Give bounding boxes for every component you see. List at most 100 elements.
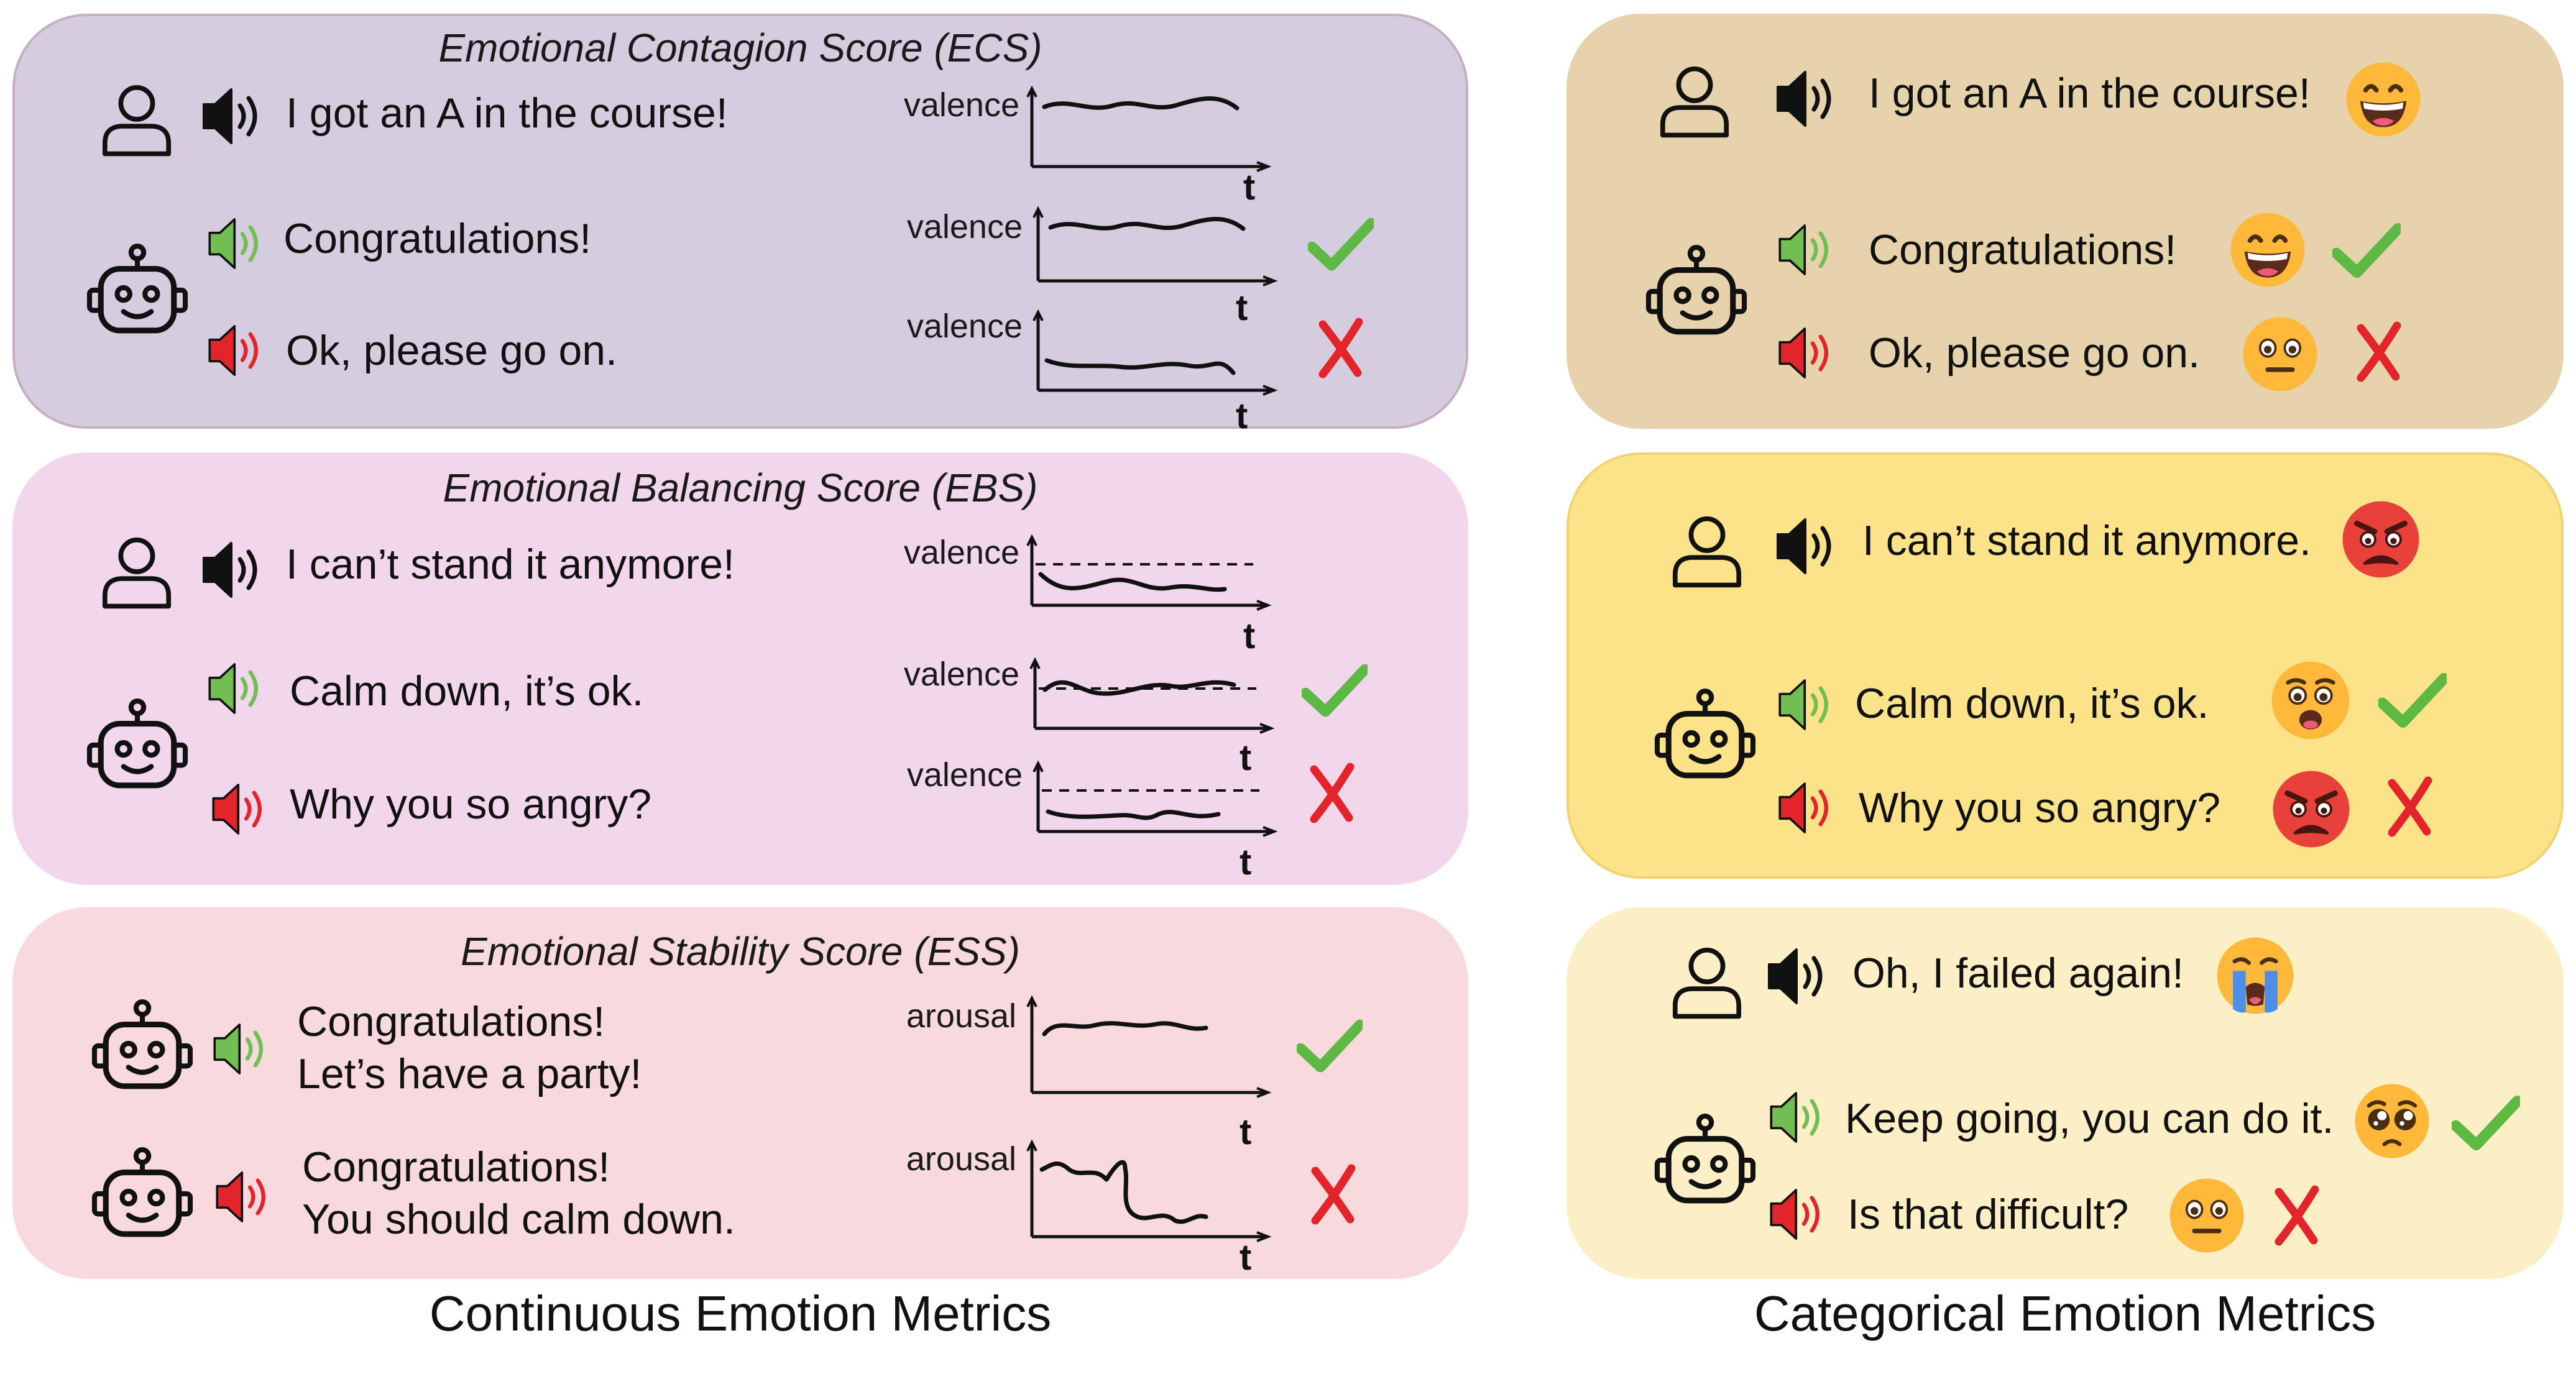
anguished-face-icon (2270, 660, 2351, 741)
speaker-good-icon (1778, 224, 1828, 275)
ecs-bad-axis-label: valence (906, 308, 1023, 345)
ess-bad-axis-label: arousal (906, 1140, 1016, 1178)
neutral-face-icon (2242, 316, 2319, 393)
speaker-good-icon (1770, 1092, 1819, 1143)
ecs-user-valence-chart (1026, 85, 1272, 172)
check-icon (2378, 672, 2447, 728)
robot-icon (86, 698, 189, 793)
speaker-neutral-icon (203, 88, 257, 144)
speaker-neutral-icon (203, 542, 257, 598)
angry-face-icon (2341, 500, 2421, 579)
cross-icon (2353, 321, 2403, 383)
ebs-user-axis-label: valence (903, 534, 1019, 571)
ess-good-t-label: t (1240, 1112, 1252, 1152)
check-icon (2452, 1095, 2520, 1151)
speaker-bad-icon (1778, 782, 1828, 833)
speaker-neutral-icon (1777, 518, 1831, 574)
ecs-bad-valence-chart (1033, 309, 1278, 396)
ecs-user-t-label: t (1243, 167, 1256, 208)
ebs-good-text: Calm down, it’s ok. (290, 667, 644, 715)
ebs-title: Emotional Balancing Score (EBS) (443, 465, 1038, 510)
cat2-good-text: Calm down, it’s ok. (1855, 680, 2209, 727)
ecs-good-axis-label: valence (906, 208, 1023, 245)
robot-icon (91, 1147, 194, 1242)
ess-good-axis-label: arousal (906, 997, 1016, 1035)
ess-good-line2: Let’s have a party! (297, 1050, 642, 1097)
robot-icon (91, 999, 194, 1094)
speaker-bad-icon (1770, 1189, 1819, 1240)
cat1-good-text: Congratulations! (1869, 226, 2177, 273)
grinning-face-icon (2229, 211, 2306, 288)
ess-bad-line2: You should calm down. (302, 1196, 735, 1243)
user-icon (93, 80, 180, 159)
neutral-face-icon (2168, 1177, 2245, 1254)
continuous-caption: Continuous Emotion Metrics (429, 1286, 1052, 1341)
user-icon (93, 532, 180, 611)
ess-bad-line1: Congratulations! (302, 1143, 610, 1191)
cross-icon (2385, 776, 2434, 838)
ebs-user-text: I can’t stand it anymore! (286, 541, 735, 588)
ebs-bad-text: Why you so angry? (290, 781, 652, 828)
user-icon (1651, 61, 1738, 140)
cat2-user-text: I can’t stand it anymore. (1862, 517, 2311, 564)
robot-icon (1654, 1114, 1757, 1208)
user-icon (1663, 942, 1750, 1022)
user-icon (1663, 511, 1750, 590)
speaker-good-icon (1778, 679, 1828, 730)
cat3-user-text: Oh, I failed again! (1852, 950, 2184, 997)
robot-icon (1654, 689, 1757, 783)
categorical-caption: Categorical Emotion Metrics (1754, 1286, 2376, 1341)
check-icon (1297, 1019, 1363, 1073)
angry-face-icon (2271, 769, 2351, 849)
cat3-bad-text: Is that difficult? (1847, 1191, 2129, 1238)
ecs-good-text: Congratulations! (283, 215, 592, 262)
ebs-bad-axis-label: valence (906, 756, 1023, 794)
cat1-user-text: I got an A in the course! (1869, 70, 2311, 117)
ess-title: Emotional Stability Score (ESS) (461, 929, 1020, 974)
ecs-user-axis-label: valence (903, 86, 1019, 124)
ess-good-line1: Congratulations! (297, 998, 605, 1045)
ebs-good-valence-chart (1029, 657, 1275, 734)
cross-icon (1307, 762, 1356, 824)
speaker-neutral-icon (1777, 71, 1831, 127)
robot-icon (1645, 245, 1748, 339)
crying-face-icon (2215, 936, 2295, 1015)
speaker-bad-icon (216, 1171, 265, 1222)
ecs-bad-text: Ok, please go on. (286, 327, 618, 374)
speaker-bad-icon (1778, 327, 1828, 378)
ecs-good-t-label: t (1236, 288, 1248, 328)
ebs-user-valence-chart (1026, 534, 1272, 611)
speaker-good-icon (208, 218, 258, 269)
speaker-good-icon (213, 1024, 263, 1074)
robot-icon (86, 244, 189, 338)
grinning-face-icon (2345, 61, 2422, 138)
ebs-panel (12, 452, 1468, 885)
ess-good-arousal-chart (1026, 995, 1272, 1098)
ebs-bad-t-label: t (1240, 842, 1252, 882)
ebs-bad-valence-chart (1033, 760, 1278, 837)
ess-bad-t-label: t (1240, 1237, 1252, 1278)
check-icon (2332, 222, 2401, 278)
ecs-bad-t-label: t (1236, 396, 1248, 436)
cat2-bad-text: Why you so angry? (1859, 784, 2221, 831)
ecs-title: Emotional Contagion Score (ECS) (438, 25, 1042, 70)
check-icon (1308, 218, 1374, 271)
pleading-face-icon (2353, 1083, 2431, 1160)
cross-icon (1308, 1163, 1358, 1225)
ebs-good-t-label: t (1240, 738, 1252, 778)
speaker-bad-icon (212, 784, 262, 835)
cross-icon (1315, 317, 1365, 379)
ess-bad-arousal-chart (1026, 1139, 1272, 1242)
ess-good-text: Congratulations! Let’s have a party! (297, 996, 642, 1100)
ebs-good-axis-label: valence (903, 656, 1019, 693)
speaker-bad-icon (208, 325, 258, 376)
speaker-good-icon (208, 663, 258, 714)
cross-icon (2271, 1184, 2321, 1247)
ebs-user-t-label: t (1243, 616, 1256, 656)
cat3-good-text: Keep going, you can do it. (1845, 1095, 2334, 1142)
ecs-user-text: I got an A in the course! (286, 89, 728, 137)
speaker-neutral-icon (1768, 948, 1823, 1004)
ess-bad-text: Congratulations! You should calm down. (302, 1141, 735, 1245)
check-icon (1302, 664, 1368, 717)
cat1-bad-text: Ok, please go on. (1869, 329, 2201, 377)
